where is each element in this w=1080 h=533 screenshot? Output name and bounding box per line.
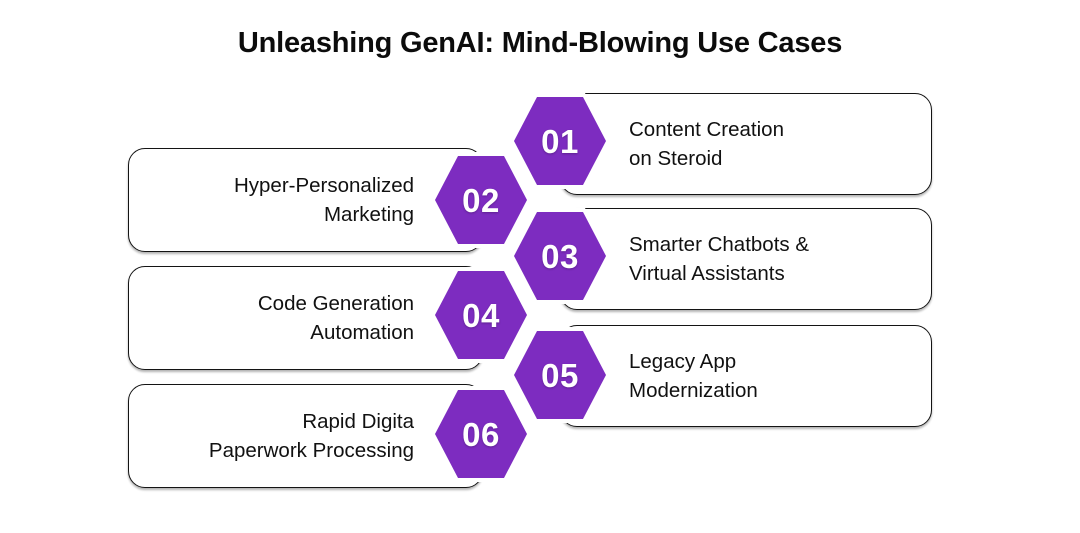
hexagon-badge-02: 02 (435, 156, 527, 244)
hexagon-badge-04: 04 (435, 271, 527, 359)
step-number-03: 03 (541, 237, 579, 275)
step-number-06: 06 (462, 415, 500, 453)
use-case-label-01: Content Creation on Steroid (629, 118, 784, 170)
use-case-label-02: Hyper-Personalized Marketing (233, 174, 414, 226)
use-case-card-06[interactable]: Rapid Digita Paperwork Processing (128, 384, 483, 488)
step-number-04: 04 (462, 296, 500, 334)
hexagon-badge-06: 06 (435, 390, 527, 478)
step-number-05: 05 (541, 356, 579, 394)
use-case-label-05: Legacy App Modernization (629, 350, 758, 402)
use-case-card-01[interactable]: Content Creation on Steroid (560, 93, 932, 195)
use-case-card-02[interactable]: Hyper-Personalized Marketing (128, 148, 483, 252)
use-case-label-06: Rapid Digita Paperwork Processing (208, 410, 414, 462)
step-number-02: 02 (462, 181, 500, 219)
use-case-card-05[interactable]: Legacy App Modernization (560, 325, 932, 427)
use-case-card-04[interactable]: Code Generation Automation (128, 266, 483, 370)
step-number-01: 01 (541, 122, 579, 160)
page-title: Unleashing GenAI: Mind-Blowing Use Cases (237, 27, 843, 59)
use-case-label-04: Code Generation Automation (257, 292, 414, 344)
use-case-label-03: Smarter Chatbots & Virtual Assistants (629, 233, 810, 285)
use-case-card-03[interactable]: Smarter Chatbots & Virtual Assistants (560, 208, 932, 310)
